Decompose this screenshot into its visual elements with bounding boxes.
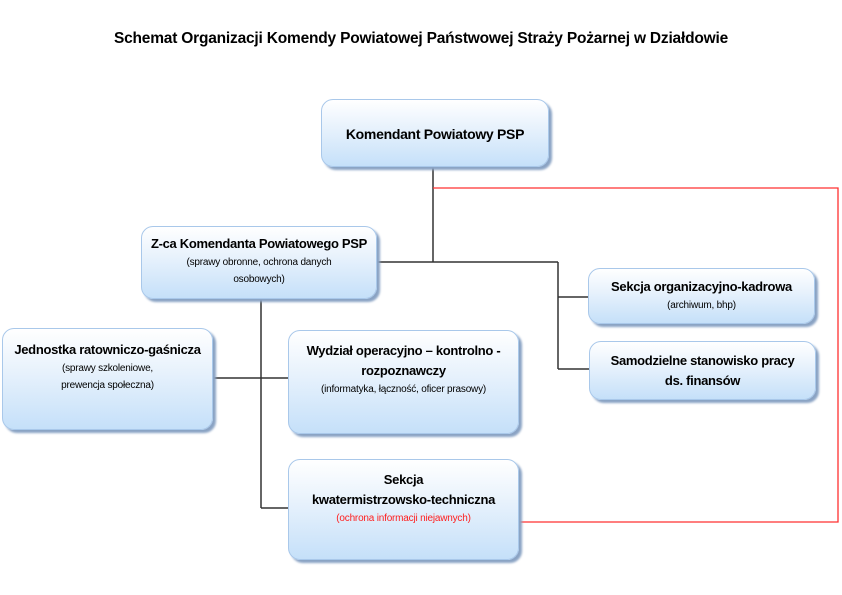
node-kwatermistrz-sub: (ochrona informacji niejawnych): [336, 513, 471, 524]
node-kwatermistrz-name1: Sekcja: [383, 472, 424, 487]
node-jrg: Jednostka ratowniczo-gaśnicza (sprawy sz…: [2, 328, 213, 430]
node-kadry-sub: (archiwum, bhp): [667, 300, 736, 311]
node-jrg-sub2: prewencja społeczna): [61, 380, 154, 391]
node-zastepca-sub1: (sprawy obronne, ochrona danych: [186, 257, 332, 268]
node-kadry-name: Sekcja organizacyjno-kadrowa: [611, 279, 792, 294]
node-jrg-name: Jednostka ratowniczo-gaśnicza: [14, 342, 201, 357]
node-finanse-name1: Samodzielne stanowisko pracy: [610, 353, 795, 368]
node-zastepca-sub2: osobowych): [233, 274, 285, 285]
node-wydzial-sub: (informatyka, łączność, oficer prasowy): [320, 384, 487, 395]
connector-red-kwatermistrz: [433, 187, 839, 523]
node-finanse: Samodzielne stanowisko pracy ds. finansó…: [589, 341, 816, 400]
node-kadry: Sekcja organizacyjno-kadrowa (archiwum, …: [588, 268, 815, 324]
node-komendant-name: Komendant Powiatowy PSP: [345, 126, 525, 142]
node-wydzial: Wydział operacyjno – kontrolno - rozpozn…: [288, 330, 519, 434]
chart-title: Schemat Organizacji Komendy Powiatowej P…: [113, 30, 729, 47]
node-finanse-name2: ds. finansów: [664, 373, 741, 388]
node-kwatermistrz-name2: kwatermistrzowsko-techniczna: [311, 492, 496, 507]
node-zastepca-name: Z-ca Komendanta Powiatowego PSP: [150, 236, 368, 251]
node-komendant: Komendant Powiatowy PSP: [321, 99, 549, 167]
node-kwatermistrz: Sekcja kwatermistrzowsko-techniczna (och…: [288, 459, 519, 560]
node-wydzial-name1: Wydział operacyjno – kontrolno -: [306, 343, 501, 358]
node-wydzial-name2: rozpoznawczy: [361, 363, 446, 378]
node-jrg-sub1: (sprawy szkoleniowe,: [61, 363, 154, 374]
node-zastepca: Z-ca Komendanta Powiatowego PSP (sprawy …: [141, 226, 377, 299]
